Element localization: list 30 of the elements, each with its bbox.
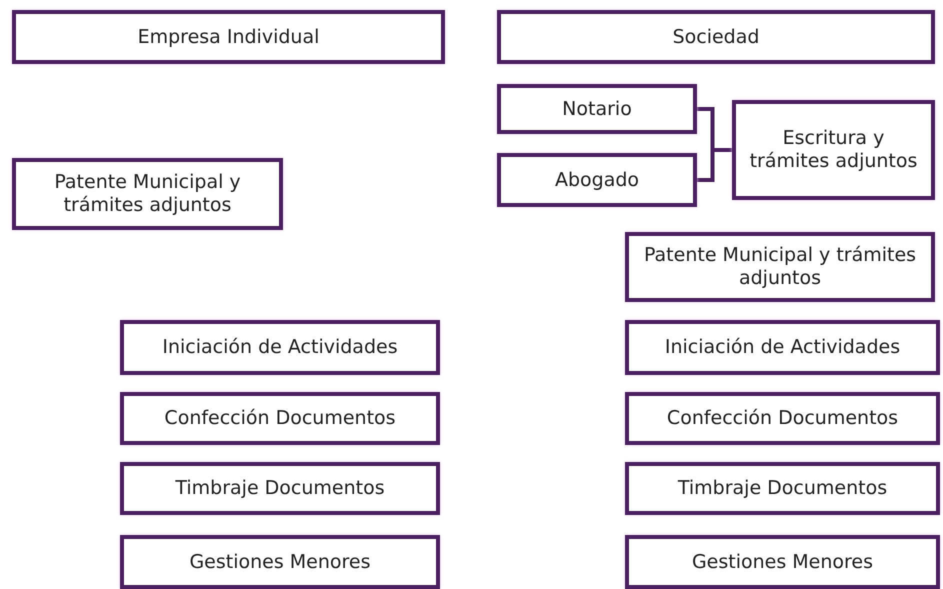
box-label: Escritura y trámites adjuntos (748, 127, 918, 173)
process-box (120, 392, 440, 445)
process-box (625, 462, 940, 515)
process-box (625, 535, 940, 589)
box-label: Patente Municipal y trámites adjuntos (642, 244, 918, 290)
process-box (497, 84, 697, 134)
box-label: Confección Documentos (666, 407, 898, 430)
process-box (120, 462, 440, 515)
process-box (625, 320, 940, 375)
box-label: Patente Municipal y trámites adjuntos (53, 171, 242, 217)
box-label: Timbraje Documentos (678, 477, 888, 500)
process-box (497, 10, 935, 64)
box-label: Gestiones Menores (189, 550, 371, 574)
box-label: Iniciación de Actividades (162, 336, 398, 359)
box-label: Sociedad (672, 26, 760, 48)
process-box (497, 153, 697, 207)
box-label: Abogado (554, 168, 640, 192)
process-box (120, 535, 440, 589)
process-box (625, 232, 935, 302)
process-box (12, 10, 445, 64)
box-label: Gestiones Menores (692, 550, 874, 574)
process-box (732, 100, 935, 200)
box-label: Iniciación de Actividades (664, 336, 900, 359)
box-label: Empresa Individual (138, 26, 320, 48)
box-label: Notario (562, 98, 632, 120)
box-label: Timbraje Documentos (175, 477, 385, 500)
process-box (12, 158, 283, 230)
process-box (120, 320, 440, 375)
box-label: Confección Documentos (164, 407, 396, 430)
process-box (625, 392, 940, 445)
